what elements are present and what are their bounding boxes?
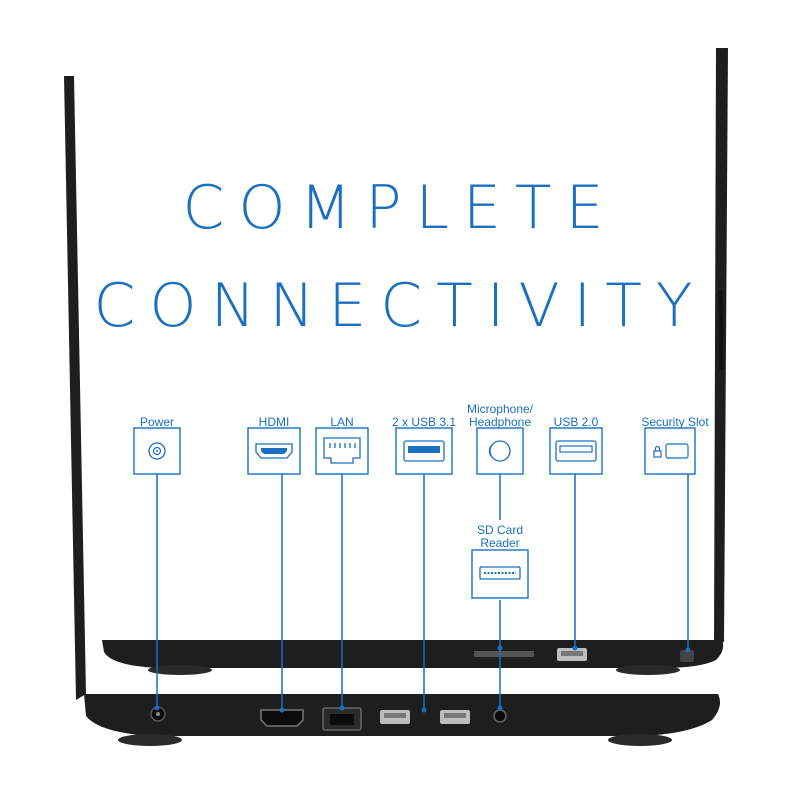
audio-label: Microphone/ Headphone <box>467 403 533 429</box>
rear-laptop-body <box>102 640 724 668</box>
usb20-icon-box <box>549 427 603 475</box>
security-slot-port <box>680 650 694 662</box>
front-laptop-foot-right <box>608 734 672 746</box>
usb31-label: 2 x USB 3.1 <box>391 415 457 429</box>
lid-left-edge <box>64 76 86 700</box>
sd-card-label: SD Card Reader <box>477 524 523 550</box>
power-port-pin <box>156 712 160 716</box>
headline-line-1: COMPLETE <box>182 173 618 243</box>
rear-laptop-foot-right <box>616 665 680 675</box>
sd-card-slot-icon <box>479 566 521 580</box>
hdmi-label: HDMI <box>258 415 290 429</box>
power-label: Power <box>139 415 175 429</box>
lan-icon-box <box>315 427 369 475</box>
usb31-leader-dot <box>421 707 427 713</box>
audio-jack-port <box>493 709 507 723</box>
lock-slot-icon <box>653 443 689 459</box>
usb-port-icon <box>555 440 597 462</box>
power-leader-dot <box>154 705 160 711</box>
headline-line-2: CONNECTIVITY <box>93 271 707 341</box>
audio-icon-box <box>476 427 524 475</box>
usb31-port-2-inner <box>444 713 466 718</box>
audio-leader-dot <box>497 705 503 711</box>
sd-card-label-line-2: Reader <box>480 536 520 550</box>
sd-card-slot <box>474 651 534 657</box>
security-label: Security Slot <box>641 415 709 429</box>
sd-card-label-line-1: SD Card <box>476 523 524 537</box>
lan-label: LAN <box>330 415 354 429</box>
lan-port-icon <box>323 437 361 464</box>
usb31-port-1-inner <box>384 713 406 718</box>
hdmi-port-icon <box>255 443 293 459</box>
audio-label-line-2: Headphone <box>468 415 532 429</box>
usb20-port-inner <box>561 651 583 656</box>
sd-leader-dot <box>497 645 503 651</box>
audio-jack-icon <box>488 440 511 462</box>
power-port-icon <box>148 442 166 460</box>
security-leader-dot <box>685 647 691 653</box>
usb-port-icon <box>403 440 445 462</box>
lan-port-inner <box>330 714 354 725</box>
lan-leader-dot <box>339 705 345 711</box>
lid-right-hinge-mark <box>719 290 723 370</box>
hdmi-port <box>260 709 304 727</box>
rear-laptop-foot-left <box>148 665 212 675</box>
security-icon-box <box>644 427 696 475</box>
audio-label-line-1: Microphone/ <box>466 402 534 416</box>
front-laptop-foot-left <box>118 734 182 746</box>
usb20-label: USB 2.0 <box>553 415 599 429</box>
hdmi-port-icon-inner <box>261 448 287 454</box>
usb20-leader-dot <box>572 645 578 651</box>
hdmi-leader-dot <box>279 707 285 713</box>
